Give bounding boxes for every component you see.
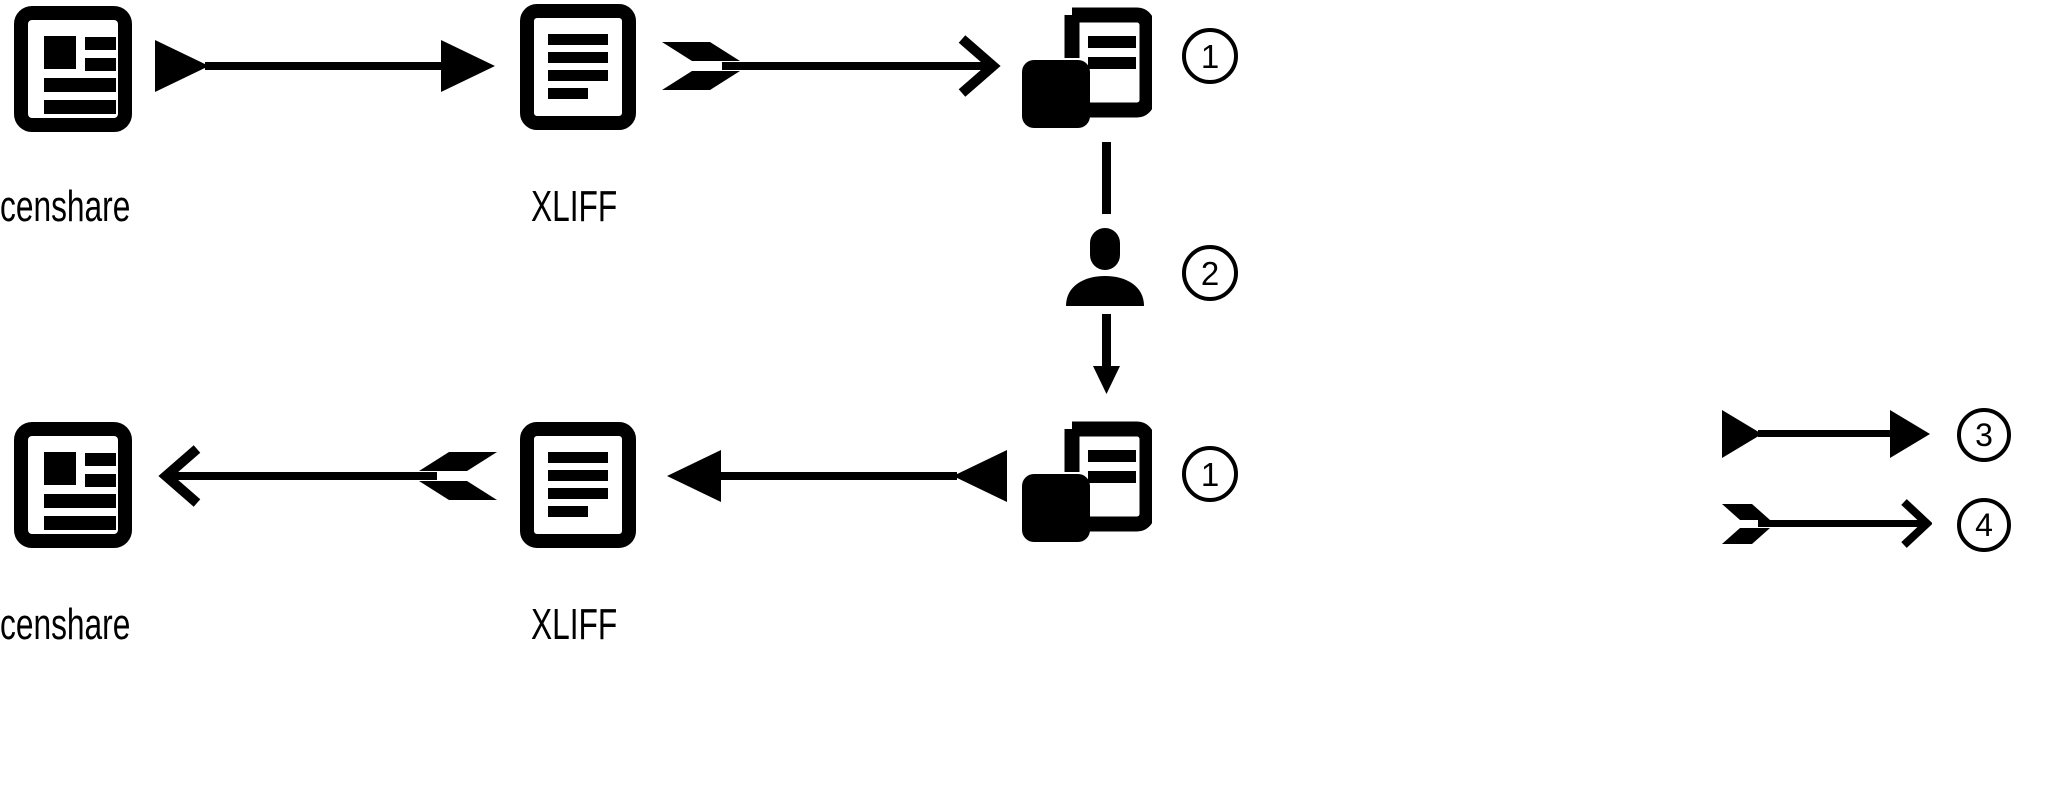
marker-circle-2-middle: 2 bbox=[1180, 243, 1240, 303]
marker-circle-1-top: 1 bbox=[1180, 26, 1240, 86]
marker-circle-1-bottom: 1 bbox=[1180, 444, 1240, 504]
xliff-document-icon bbox=[520, 4, 636, 130]
marker-number-text: 2 bbox=[1201, 255, 1219, 292]
copy-documents-icon-bottom bbox=[1020, 418, 1152, 544]
document-icon bbox=[14, 6, 132, 132]
document-icon-censhare-bottom bbox=[14, 422, 132, 548]
document-icon bbox=[14, 422, 132, 548]
circled-number-icon: 4 bbox=[1957, 498, 2011, 552]
xliff-document-icon bbox=[520, 422, 636, 548]
circled-number-icon: 1 bbox=[1182, 446, 1238, 502]
arrow-xliff-to-censhare bbox=[152, 440, 497, 512]
marker-circle-4-legend: 4 bbox=[1955, 496, 2013, 554]
marker-number-text: 1 bbox=[1201, 38, 1219, 75]
label-xliff-top: XLIFF bbox=[531, 182, 618, 231]
label-xliff-bottom: XLIFF bbox=[531, 600, 618, 649]
arrow-translator-to-system bbox=[1093, 314, 1121, 394]
label-censhare-top: censhare bbox=[0, 182, 131, 231]
marker-number-text: 1 bbox=[1201, 456, 1219, 493]
line-system-to-translator bbox=[1098, 142, 1114, 214]
arrow-censhare-to-xliff bbox=[155, 30, 495, 102]
arrow-xliff-to-translation-system bbox=[662, 30, 1007, 102]
fletched-arrow-left-icon bbox=[158, 445, 497, 507]
solid-triangle-arrow-right-icon bbox=[1722, 410, 1930, 458]
circled-number-icon: 3 bbox=[1957, 408, 2011, 462]
legend-fletched-arrow bbox=[1722, 494, 1932, 554]
marker-circle-3-legend: 3 bbox=[1955, 406, 2013, 464]
person-icon-translator bbox=[1060, 228, 1150, 306]
thin-arrow-down-icon bbox=[1093, 314, 1120, 394]
fletched-arrow-right-icon bbox=[662, 35, 1001, 97]
marker-number-text: 4 bbox=[1975, 507, 1993, 543]
arrow-system-to-xliff bbox=[667, 440, 1007, 512]
legend-solid-triangle-arrow bbox=[1722, 404, 1932, 464]
marker-number-text: 3 bbox=[1975, 417, 1993, 453]
xliff-document-icon-top bbox=[520, 4, 636, 130]
fletched-arrow-right-icon bbox=[1722, 499, 1932, 548]
circled-number-icon: 2 bbox=[1182, 245, 1238, 301]
copy-documents-icon bbox=[1022, 7, 1152, 128]
plain-line-vertical-icon bbox=[1102, 142, 1111, 214]
copy-documents-icon bbox=[1022, 421, 1152, 542]
label-censhare-bottom: censhare bbox=[0, 600, 131, 649]
document-icon-censhare-top bbox=[14, 6, 132, 132]
person-icon bbox=[1066, 228, 1144, 306]
xliff-document-icon-bottom bbox=[520, 422, 636, 548]
copy-documents-icon-top bbox=[1020, 4, 1152, 130]
solid-triangle-arrow-right-icon bbox=[155, 40, 495, 92]
solid-triangle-arrow-left-icon bbox=[667, 450, 1007, 502]
circled-number-icon: 1 bbox=[1182, 28, 1238, 84]
